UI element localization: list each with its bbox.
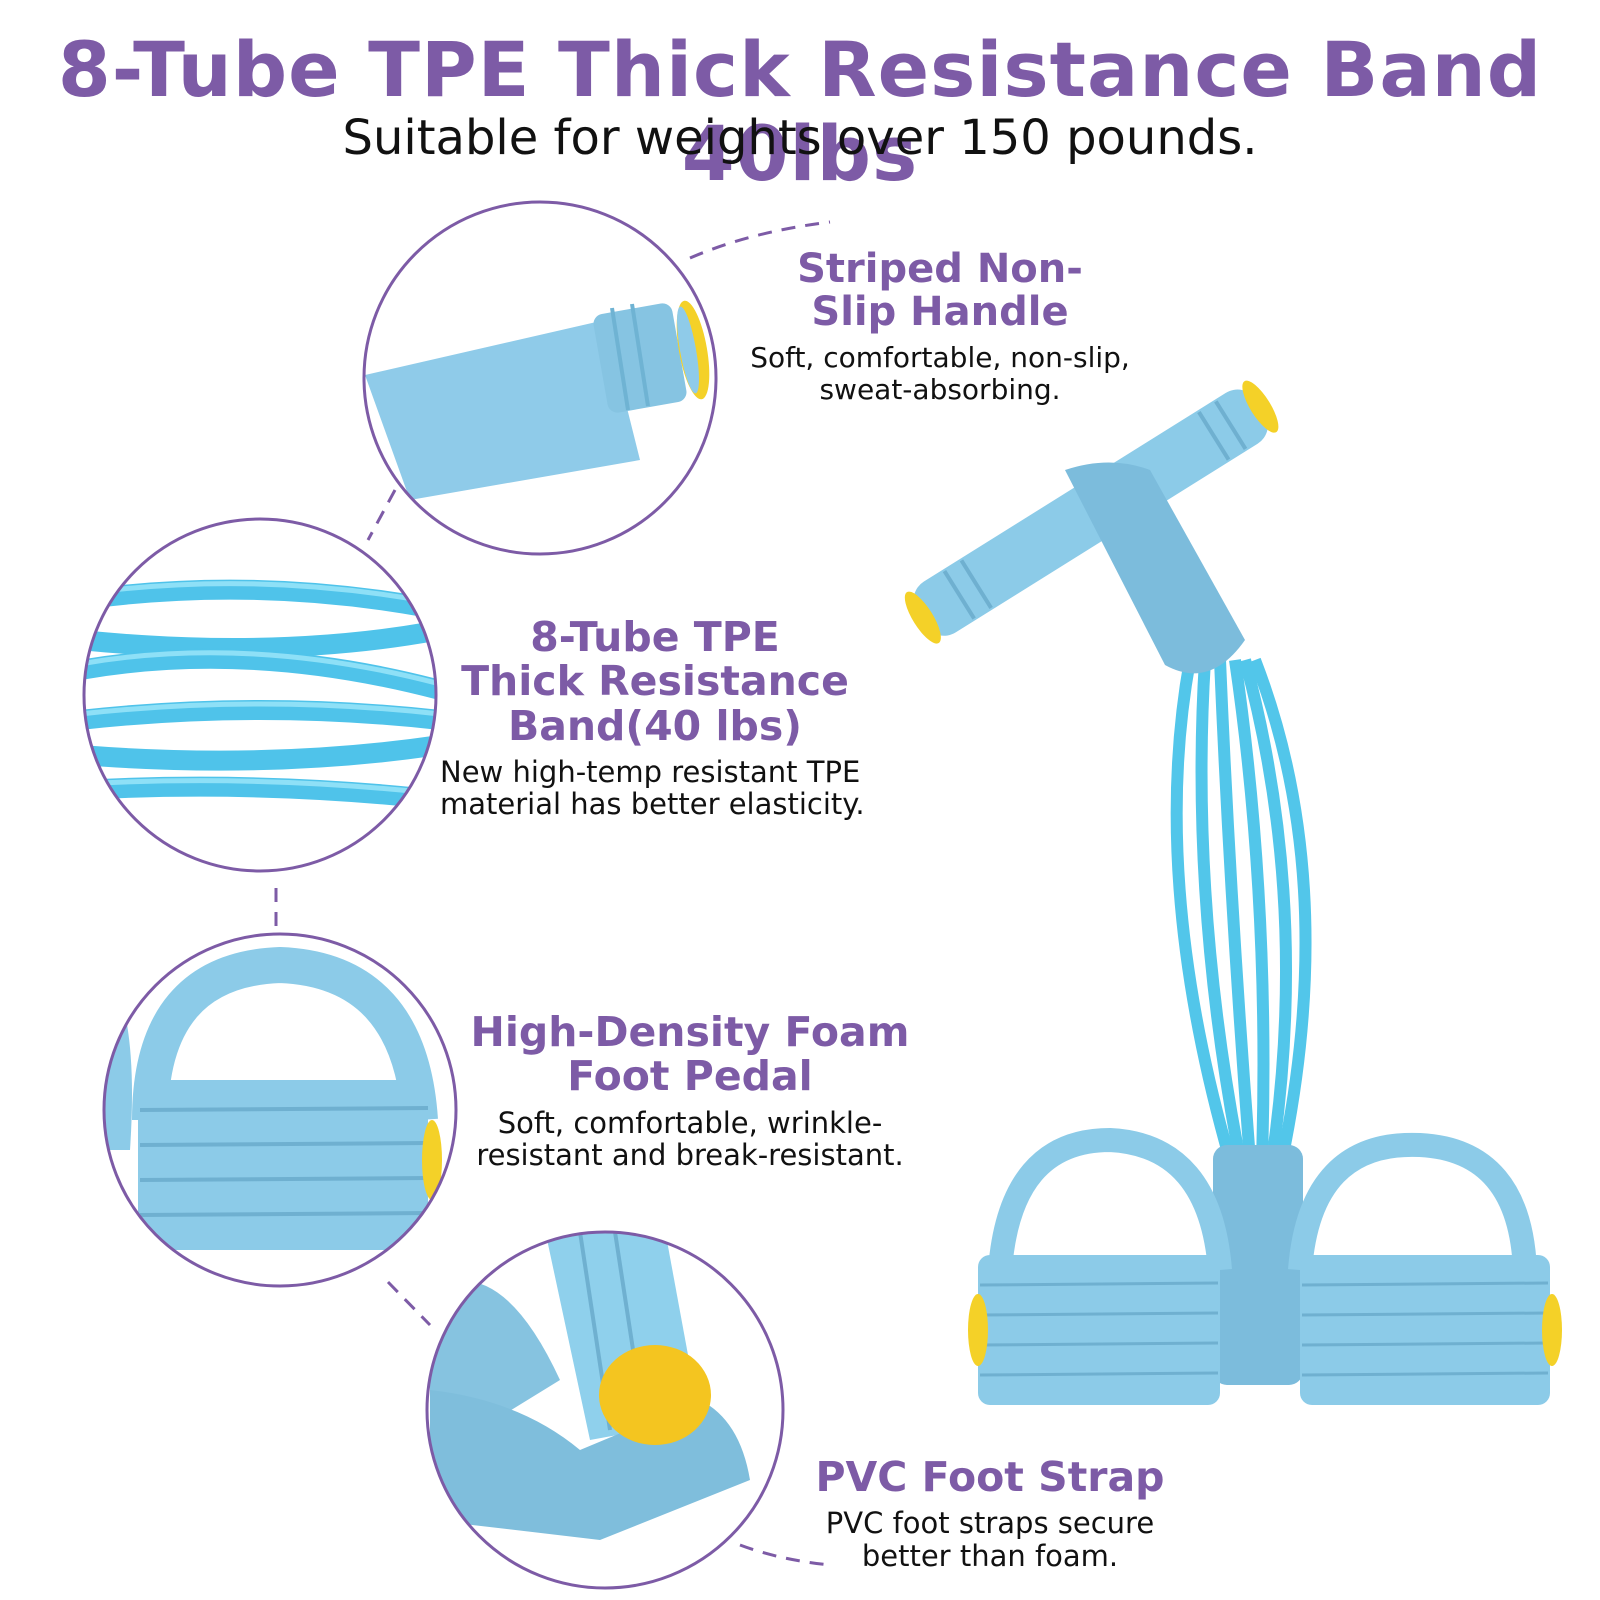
- strap-detail-circle: [425, 1230, 785, 1590]
- feature-heading: High-Density Foam Foot Pedal: [470, 1008, 910, 1101]
- pedal-detail-circle: [102, 932, 458, 1288]
- tubes-detail-circle: [82, 517, 438, 873]
- feature-handle: Striped Non- Slip Handle Soft, comfortab…: [720, 246, 1160, 406]
- page-subtitle: Suitable for weights over 150 pounds.: [342, 110, 1258, 166]
- feature-heading: Striped Non- Slip Handle: [797, 246, 1083, 336]
- feature-strap: PVC Foot Strap PVC foot straps secure be…: [790, 1455, 1190, 1572]
- feature-pedal: High-Density Foam Foot Pedal Soft, comfo…: [440, 1010, 940, 1171]
- connector-line: [689, 220, 831, 260]
- page-title: 8-Tube TPE Thick Resistance Band 40lbs: [57, 25, 1543, 198]
- connector-line: [366, 489, 397, 541]
- feature-heading: 8-Tube TPE Thick Resistance Band(40 lbs): [461, 613, 849, 750]
- full-product: [904, 380, 1562, 1405]
- feature-heading: PVC Foot Strap: [815, 1453, 1165, 1501]
- feature-tubes: 8-Tube TPE Thick Resistance Band(40 lbs)…: [410, 615, 900, 821]
- feature-description: Soft, comfortable, non-slip, sweat-absor…: [750, 341, 1130, 406]
- connector-line: [386, 1280, 432, 1327]
- connector-lines: [274, 220, 831, 1567]
- feature-description: Soft, comfortable, wrinkle- resistant an…: [476, 1105, 904, 1172]
- feature-description: New high-temp resistant TPE material has…: [440, 754, 865, 822]
- feature-description: PVC foot straps secure better than foam.: [825, 1506, 1155, 1573]
- connector-line: [739, 1543, 831, 1567]
- handle-detail-circle: [362, 200, 718, 556]
